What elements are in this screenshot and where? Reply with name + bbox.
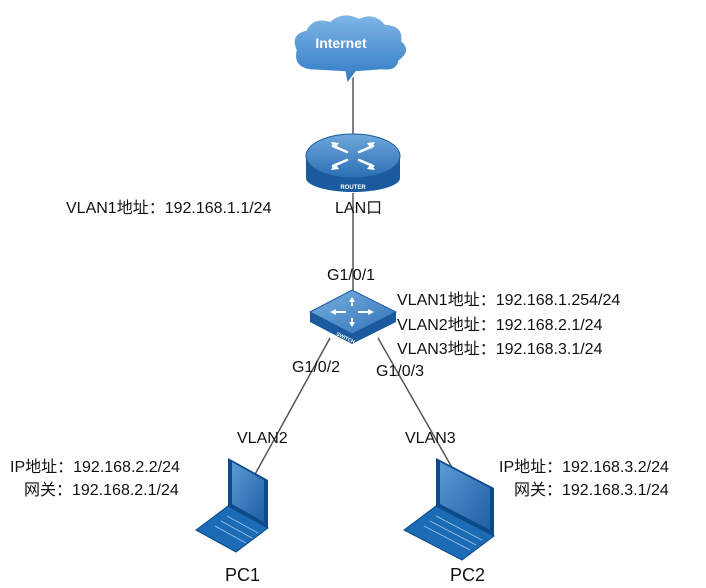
router-badge: ROUTER (340, 185, 366, 191)
pc1-gateway: 网关：192.168.2.1/24 (24, 482, 179, 499)
router-lan-port-label: LAN口 (335, 200, 383, 217)
switch-vlan3-address: VLAN3地址：192.168.3.1/24 (397, 341, 603, 358)
switch-icon: SWITCH (308, 289, 398, 346)
links (252, 70, 459, 479)
port-g1-0-3-label: G1/0/3 (376, 363, 425, 380)
pc2-gateway: 网关：192.168.3.1/24 (514, 482, 669, 499)
link-switch-pc1 (252, 337, 331, 479)
router-vlan1-address: VLAN1地址：192.168.1.1/24 (66, 200, 272, 217)
pc1-ip-address: IP地址：192.168.2.2/24 (10, 459, 180, 476)
pc1-label: PC1 (225, 565, 261, 585)
switch-uplink-port-label: G1/0/1 (327, 267, 376, 284)
laptop-pc2-icon (403, 458, 495, 561)
pc2-ip-address: IP地址：192.168.3.2/24 (499, 459, 669, 476)
switch-vlan2-address: VLAN2地址：192.168.2.1/24 (397, 317, 603, 334)
switch-vlan1-address: VLAN1地址：192.168.1.254/24 (397, 292, 621, 309)
link-switch-pc2 (377, 337, 459, 479)
internet-label: Internet (315, 35, 367, 51)
pc2-label: PC2 (450, 565, 486, 585)
port-g1-0-2-label: G1/0/2 (292, 359, 341, 376)
laptop-pc1-icon (195, 458, 269, 553)
internet-cloud-icon: Internet (293, 13, 408, 86)
router-icon: ROUTER (305, 133, 401, 192)
vlan3-link-label: VLAN3 (405, 430, 456, 447)
vlan2-link-label: VLAN2 (237, 430, 288, 447)
